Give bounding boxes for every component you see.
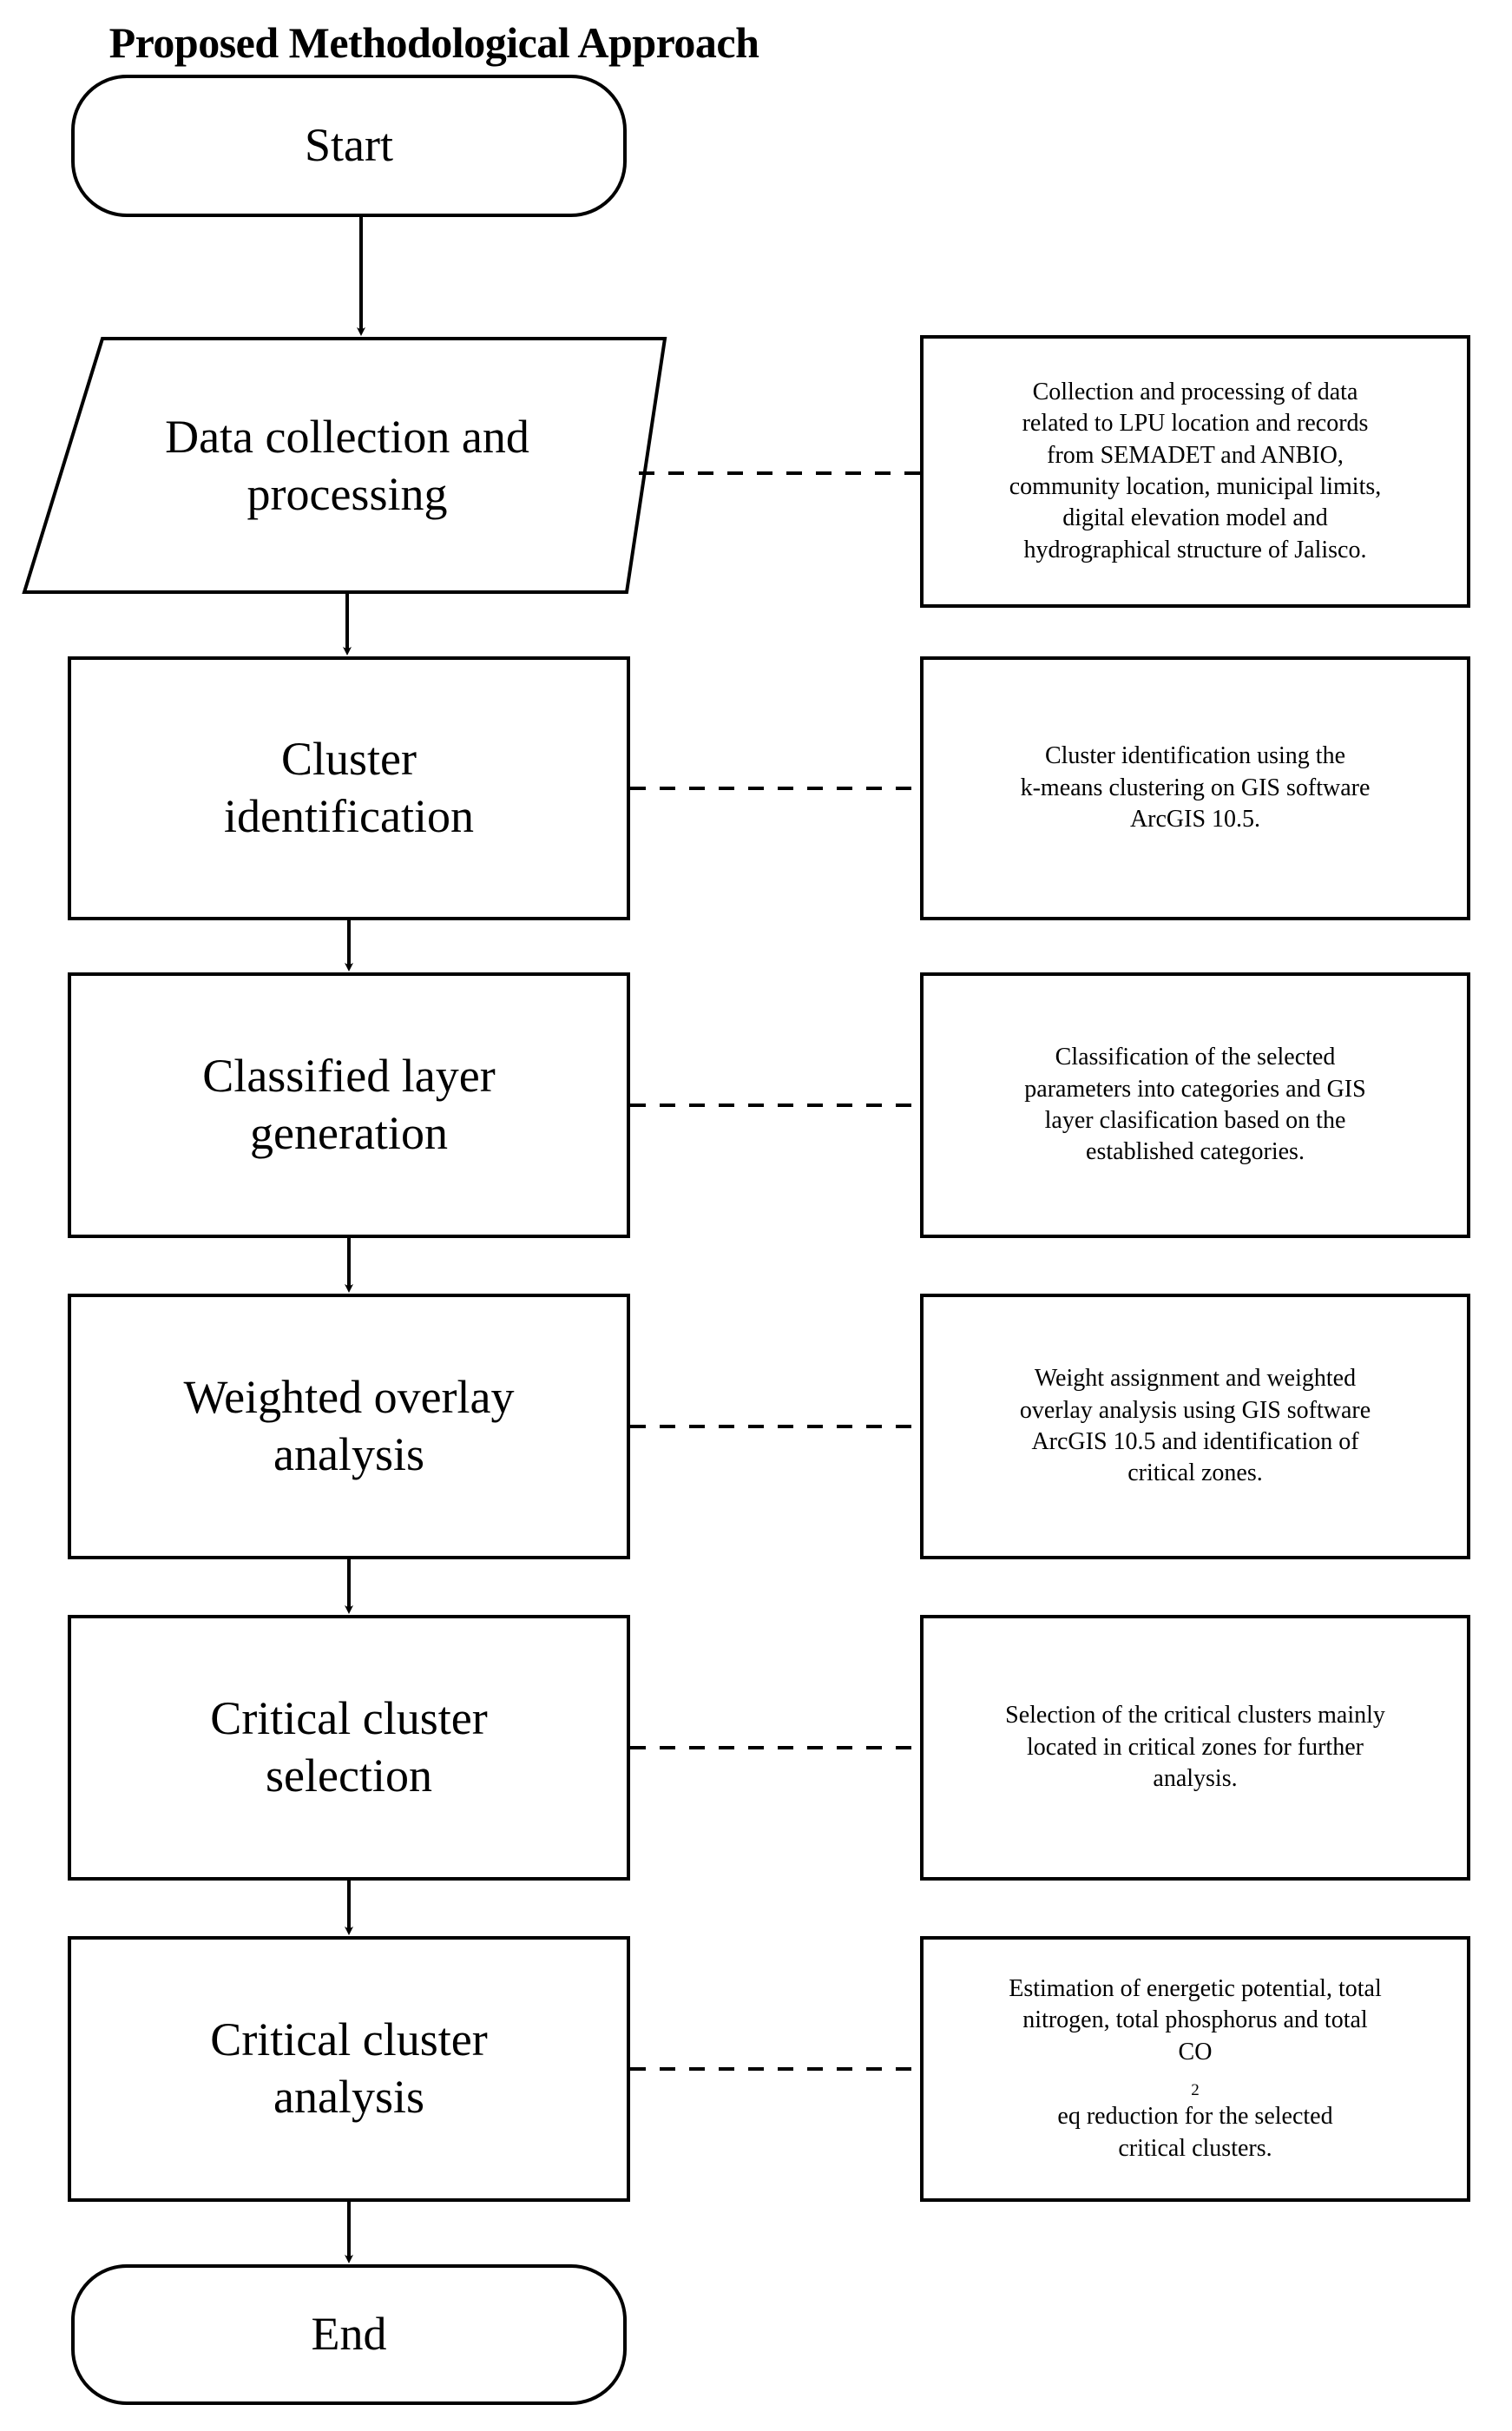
annotation-box-cluster-identification[interactable] <box>920 656 1470 920</box>
node-shape-classified-layer-generation[interactable] <box>68 972 630 1238</box>
node-shape-weighted-overlay-analysis[interactable] <box>68 1294 630 1559</box>
node-shape-cluster-identification[interactable] <box>68 656 630 920</box>
node-shape-data-collection[interactable] <box>22 337 667 594</box>
annotation-box-classified-layer-generation[interactable] <box>920 972 1470 1238</box>
node-shape-end[interactable] <box>71 2264 627 2405</box>
node-shape-start[interactable] <box>71 75 627 217</box>
node-shape-critical-cluster-selection[interactable] <box>68 1615 630 1881</box>
page-title: Proposed Methodological Approach <box>108 18 759 67</box>
annotation-box-data-collection[interactable] <box>920 335 1470 608</box>
annotation-box-critical-cluster-analysis[interactable] <box>920 1936 1470 2202</box>
node-shape-critical-cluster-analysis[interactable] <box>68 1936 630 2202</box>
annotation-box-weighted-overlay-analysis[interactable] <box>920 1294 1470 1559</box>
annotation-box-critical-cluster-selection[interactable] <box>920 1615 1470 1881</box>
